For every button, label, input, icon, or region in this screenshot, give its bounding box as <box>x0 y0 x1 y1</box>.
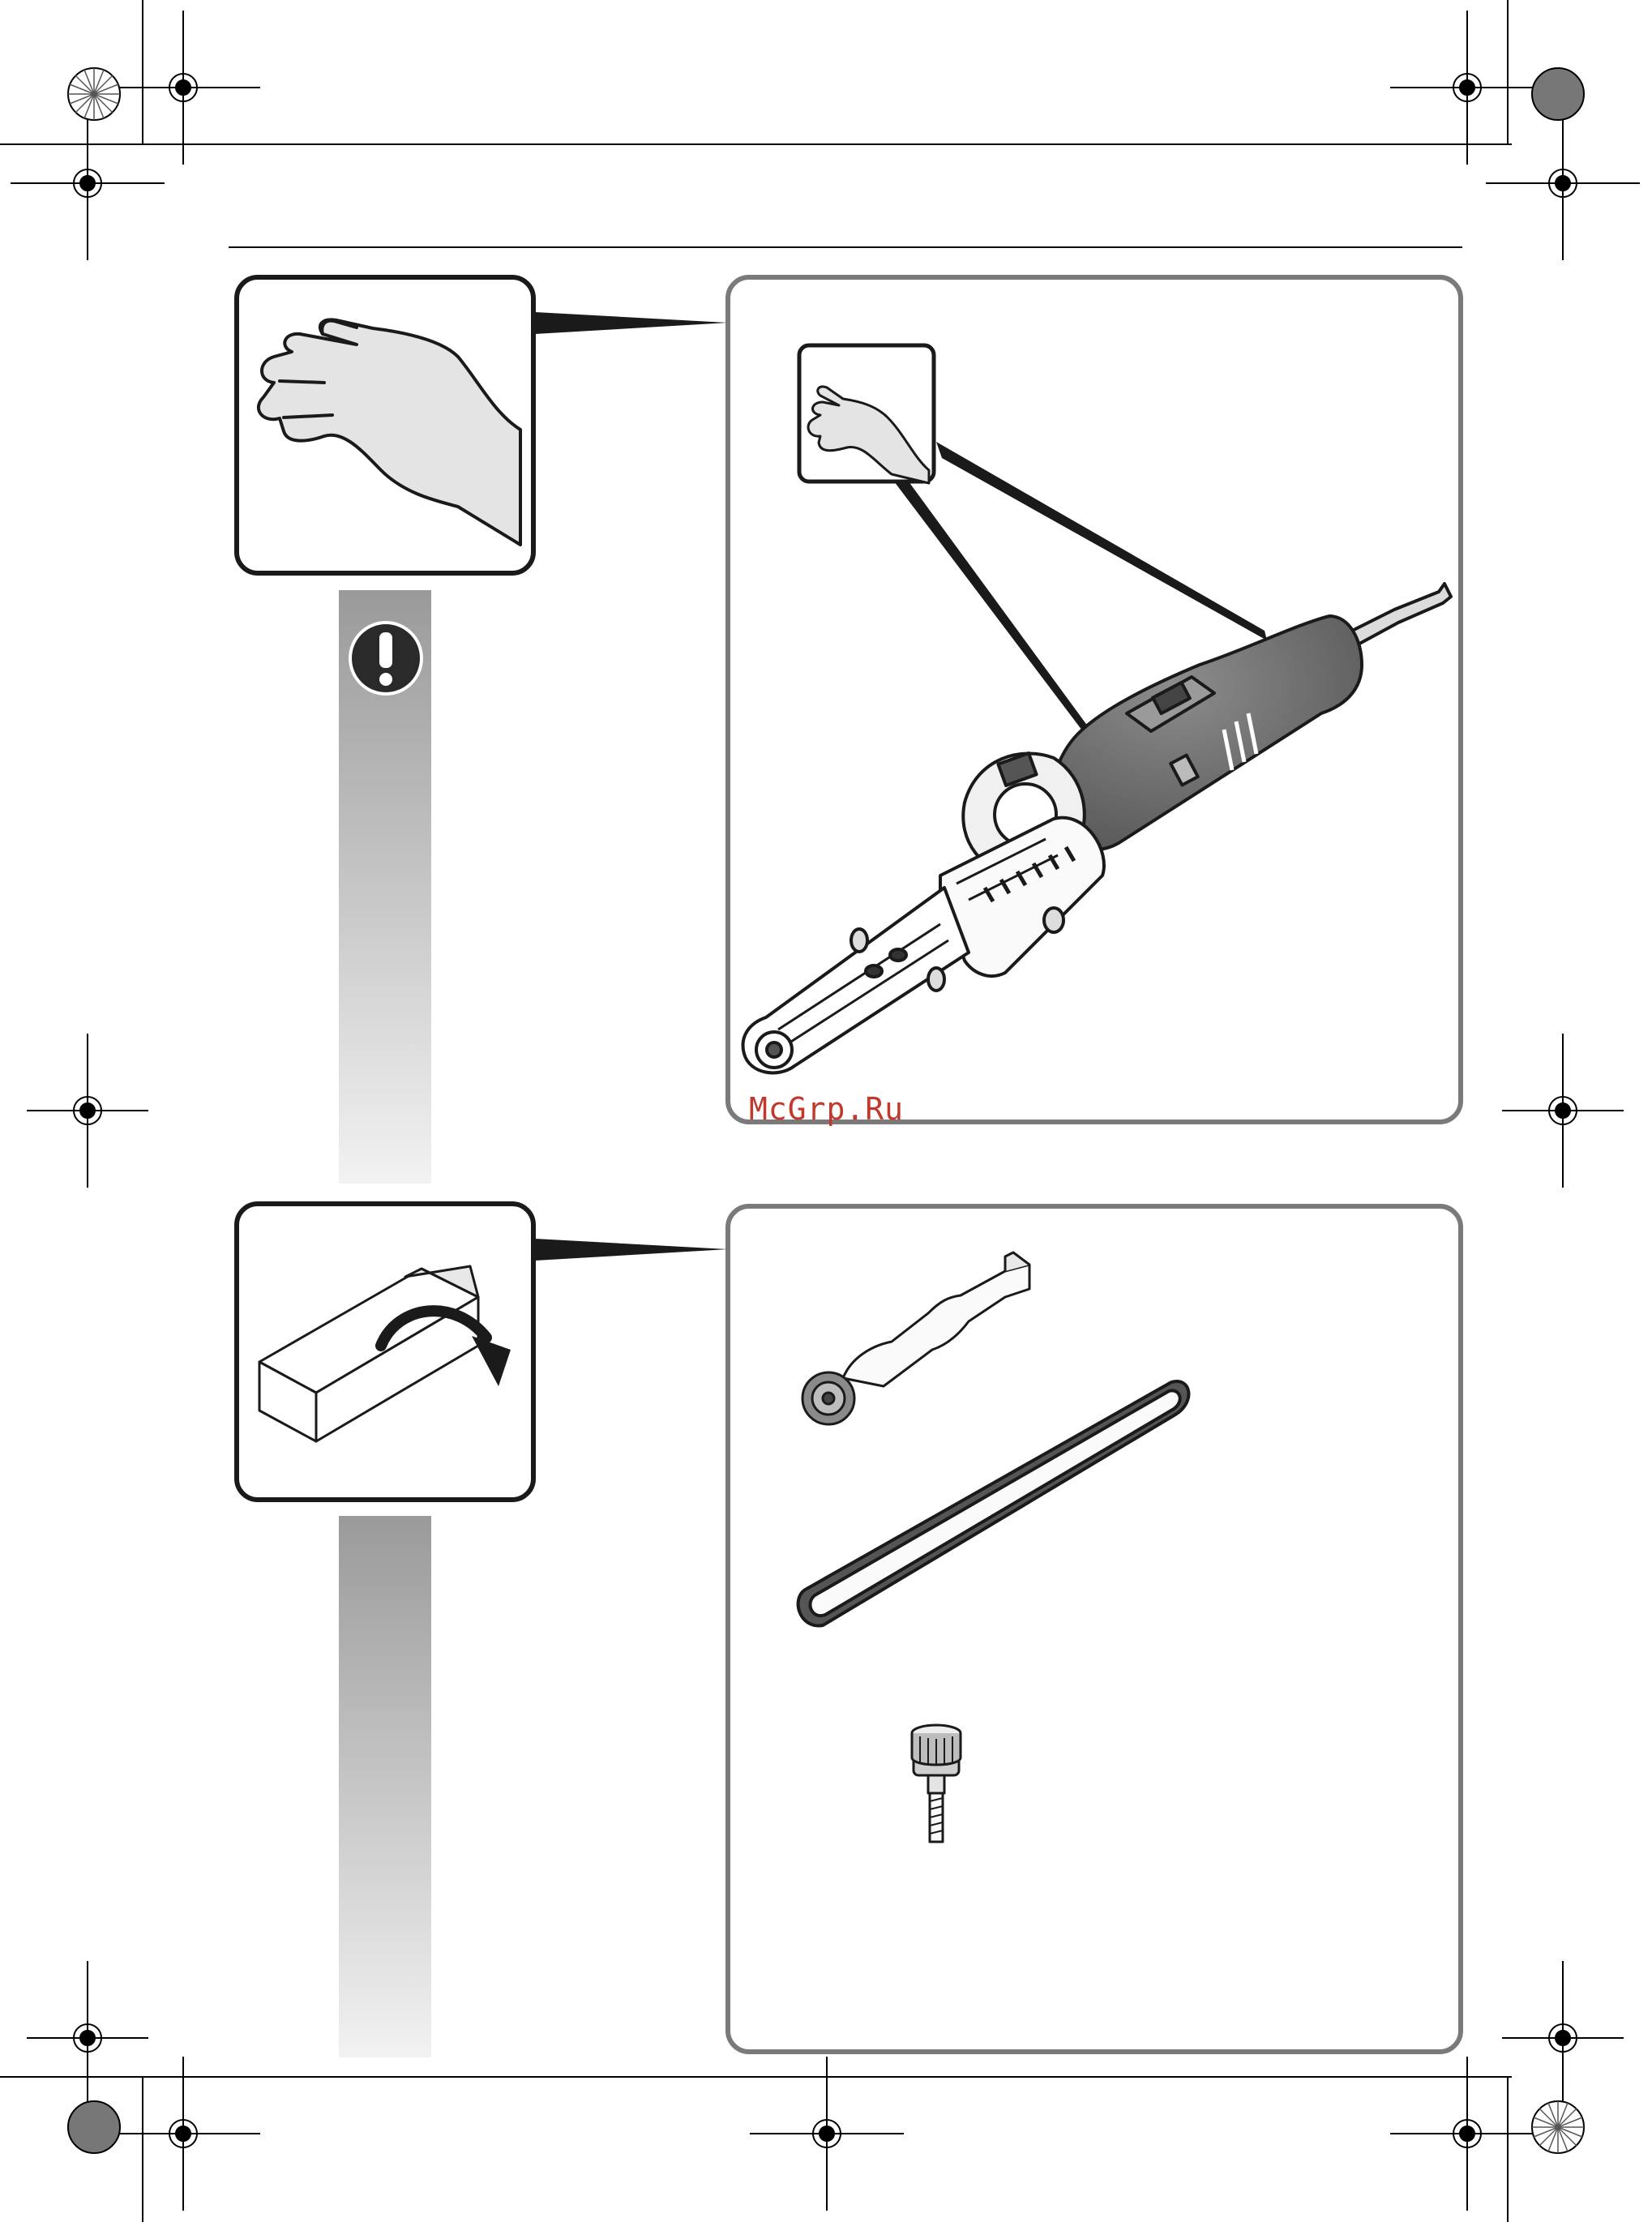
sunburst-target-top-left <box>68 68 120 120</box>
gray-target-bottom-left <box>68 2101 120 2153</box>
callout-pointer-safety <box>535 312 728 334</box>
callout-pointer-contents <box>535 1239 728 1261</box>
gray-target-top-right <box>1532 68 1584 120</box>
panel-package-contents <box>728 1206 1461 2052</box>
gradient-bar-contents <box>339 1516 431 2057</box>
watermark-text: McGrp.Ru <box>749 1091 904 1127</box>
exclamation-warning-icon <box>350 623 422 694</box>
sunburst-target-bottom-right <box>1532 2101 1584 2153</box>
